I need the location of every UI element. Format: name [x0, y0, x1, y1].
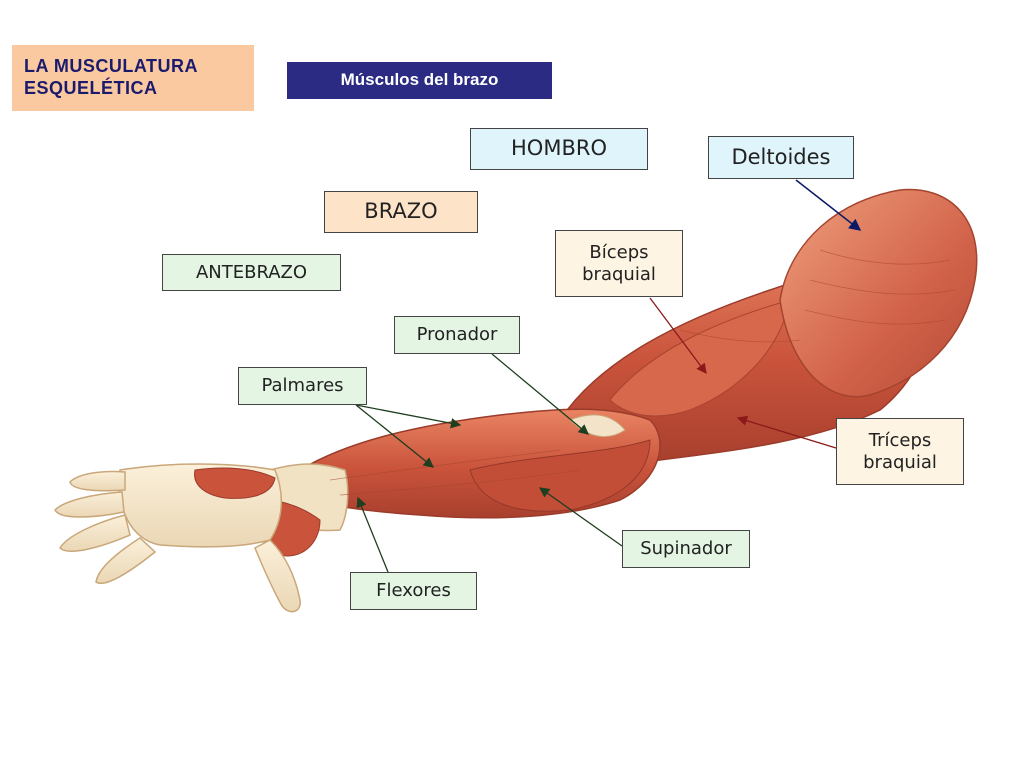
leader-palmares-1 [355, 404, 462, 429]
leader-biceps [649, 297, 707, 375]
region-label-hombro: HOMBRO [470, 128, 648, 170]
label-supinador: Supinador [622, 530, 750, 568]
supinator-muscle [469, 439, 651, 512]
subtitle-banner: Músculos del brazo [287, 62, 552, 99]
leader-flexores [356, 496, 389, 573]
region-label-antebrazo: ANTEBRAZO [162, 254, 341, 291]
biceps-muscle [609, 299, 791, 417]
label-triceps-braquial: Tríceps braquial [836, 418, 964, 485]
label-biceps-braquial: Bíceps braquial [555, 230, 683, 297]
leader-palmares-2 [355, 404, 435, 468]
leader-triceps [736, 415, 837, 449]
region-label-brazo: BRAZO [324, 191, 478, 233]
leader-pronador [491, 353, 589, 435]
thumb [254, 539, 301, 613]
label-triceps-line2: braquial [863, 451, 937, 473]
label-triceps-line1: Tríceps [868, 429, 932, 451]
header-title: LA MUSCULATURA ESQUELÉTICA [12, 45, 254, 111]
leader-deltoides [795, 179, 862, 231]
label-deltoides: Deltoides [708, 136, 854, 179]
finger-4 [95, 537, 157, 584]
finger-3 [59, 514, 131, 552]
finger-1 [69, 470, 126, 492]
finger-2 [54, 491, 125, 518]
label-flexores: Flexores [350, 572, 477, 610]
label-biceps-line2: braquial [582, 263, 656, 285]
header-title-line1: LA MUSCULATURA [24, 56, 198, 77]
leader-supinador [538, 487, 623, 547]
muscle-striations [329, 249, 956, 496]
label-pronador: Pronador [394, 316, 520, 354]
label-biceps-line1: Bíceps [589, 241, 649, 263]
label-palmares: Palmares [238, 367, 367, 405]
thenar-muscle [194, 467, 276, 499]
header-title-line2: ESQUELÉTICA [24, 78, 158, 98]
